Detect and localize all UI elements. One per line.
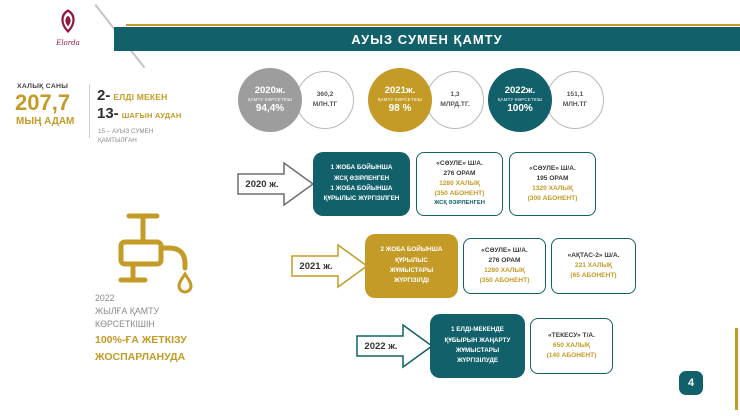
badge-2020-year: 2020ж.: [254, 84, 286, 96]
goal-caption: 2022 ЖЫЛҒА ҚАМТУ КӨРСЕТКІШІН: [95, 293, 160, 329]
stat-settlements: 2- ЕЛДІ МЕКЕН: [97, 87, 168, 104]
card-subscribers: (140 АБОНЕНТ): [546, 351, 597, 359]
card-subtitle: 195 ОРАМ: [536, 174, 569, 182]
badge-2022-circle: 2022ж. ҚАМТУ КӨРСЕТКІШ 100%: [488, 68, 552, 132]
card-subscribers: (65 АБОНЕНТ): [570, 271, 617, 279]
arrow-2022: 2022 ж.: [356, 323, 434, 369]
badge-2022-value: 100%: [507, 103, 533, 115]
arrow-2022-shape: [356, 323, 434, 369]
card-title: «СӘУЛЕ» Ш/А.: [436, 160, 483, 168]
card-population: 221 ХАЛЫҚ: [574, 261, 613, 269]
card-population: 650 ХАЛЫҚ: [552, 341, 591, 349]
badge-2021-value: 98 %: [388, 103, 412, 115]
summary-2020: 1 ЖОБА БОЙЫНША ЖСҚ ӘЗІРЛЕНГЕН 1 ЖОБА БОЙ…: [313, 152, 410, 216]
elorda-logo-icon: [61, 9, 75, 33]
summary-2021: 2 ЖОБА БОЙЫНША ҚҰРЫЛЫС ЖҰМЫСТАРЫ ЖҮРГІЗІ…: [365, 234, 458, 298]
badge-2020: 360,2 МЛН.ТГ 2020ж. ҚАМТУ КӨРСЕТКІШ 94,4…: [238, 68, 358, 134]
goal-highlight: 100%-ҒА ЖЕТКІЗУ ЖОСПАРЛАНУДА: [95, 334, 187, 363]
card-subscribers: (350 АБОНЕНТ): [434, 190, 485, 198]
card-subscribers: (300 АБОНЕНТ): [527, 194, 578, 202]
page-title: АУЫЗ СУМЕН ҚАМТУ: [351, 31, 503, 47]
right-gold-accent-bar: [735, 328, 738, 410]
card-2022-tekesu: «ТЕКЕСУ» Т/А. 650 ХАЛЫҚ (140 АБОНЕНТ): [530, 318, 613, 374]
card-population: 1320 ХАЛЫҚ: [532, 184, 573, 192]
vertical-divider: [89, 84, 90, 138]
population-label: ХАЛЫҚ САНЫ: [17, 83, 69, 90]
population-unit: МЫҢ АДАМ: [16, 116, 75, 127]
card-2020-saule-1: «СӘУЛЕ» Ш/А. 276 ОРАМ 1280 ХАЛЫҚ (350 АБ…: [416, 152, 503, 216]
badge-2021-label: ҚАМТУ КӨРСЕТКІШ: [377, 97, 423, 103]
arrow-2021: 2021 ж.: [291, 243, 369, 289]
card-extra: ЖСҚ ӘЗІРЛЕНГЕН: [434, 200, 485, 207]
card-title: «ТЕКЕСУ» Т/А.: [548, 331, 595, 339]
coverage-note: 15 – АУЫЗ СУМЕН ҚАМТЫЛҒАН: [98, 128, 154, 144]
arrow-2020-label: 2020 ж.: [245, 178, 279, 190]
badge-2021: 1,3 МЛРД.ТГ. 2021ж. ҚАМТУ КӨРСЕТКІШ 98 %: [368, 68, 488, 134]
faucet-icon: [103, 200, 203, 305]
badge-2020-amount: 360,2 МЛН.ТГ: [296, 71, 354, 129]
logo-text: Elorda: [56, 39, 80, 47]
card-title: «СӘУЛЕ» Ш/А.: [529, 164, 576, 172]
summary-2022: 1 ЕЛДІ-МЕКЕНДЕ ҚҰБЫРЫН ЖАҢАРТУ ЖҰМЫСТАРЫ…: [430, 314, 525, 378]
page-number-badge: 4: [679, 371, 703, 395]
arrow-2021-shape: [291, 243, 369, 289]
stat-microdistricts-number: 13-: [97, 105, 119, 122]
arrow-2021-label: 2021 ж.: [299, 260, 333, 272]
stat-microdistricts-label: ШАҒЫН АУДАН: [121, 111, 182, 120]
arrow-2020-shape: [237, 161, 315, 207]
header-bar: АУЫЗ СУМЕН ҚАМТУ: [114, 27, 740, 51]
card-title: «АҚТАС-2» Ш/А.: [567, 251, 620, 259]
stat-settlements-number: 2-: [97, 87, 111, 104]
badge-2022-year: 2022ж.: [504, 84, 536, 96]
badge-2022: 151,1 МЛН.ТГ 2022ж. ҚАМТУ КӨРСЕТКІШ 100%: [488, 68, 608, 134]
stat-settlements-label: ЕЛДІ МЕКЕН: [113, 92, 168, 102]
badge-2022-amount: 151,1 МЛН.ТГ: [546, 71, 604, 129]
card-subtitle: 276 ОРАМ: [488, 256, 521, 264]
header-gold-accent-line: [126, 24, 740, 26]
badge-2020-value: 94,4%: [255, 103, 285, 115]
card-population: 1280 ХАЛЫҚ: [439, 180, 480, 188]
population-value: 207,7: [15, 90, 71, 115]
water-drop-icon: [177, 271, 193, 294]
badge-2022-label: ҚАМТУ КӨРСЕТКІШ: [497, 97, 543, 103]
badge-2020-circle: 2020ж. ҚАМТУ КӨРСЕТКІШ 94,4%: [238, 68, 302, 132]
card-subscribers: (350 АБОНЕНТ): [479, 276, 530, 284]
badge-2021-circle: 2021ж. ҚАМТУ КӨРСЕТКІШ 98 %: [368, 68, 432, 132]
logo: Elorda: [36, 8, 100, 47]
card-2021-saule: «СӘУЛЕ» Ш/А. 276 ОРАМ 1280 ХАЛЫҚ (350 АБ…: [463, 238, 546, 294]
badge-2021-year: 2021ж.: [384, 84, 416, 96]
arrow-2022-label: 2022 ж.: [364, 340, 398, 352]
card-subtitle: 276 ОРАМ: [443, 170, 476, 178]
card-population: 1280 ХАЛЫҚ: [484, 266, 525, 274]
arrow-2020: 2020 ж.: [237, 161, 315, 207]
badge-2020-label: ҚАМТУ КӨРСЕТКІШ: [247, 97, 293, 103]
card-2020-saule-2: «СӘУЛЕ» Ш/А. 195 ОРАМ 1320 ХАЛЫҚ (300 АБ…: [509, 152, 596, 216]
stat-microdistricts: 13- ШАҒЫН АУДАН: [97, 105, 182, 122]
card-2021-aktas: «АҚТАС-2» Ш/А. 221 ХАЛЫҚ (65 АБОНЕНТ): [551, 238, 636, 294]
badge-2021-amount: 1,3 МЛРД.ТГ.: [426, 71, 484, 129]
card-title: «СӘУЛЕ» Ш/А.: [481, 246, 528, 254]
